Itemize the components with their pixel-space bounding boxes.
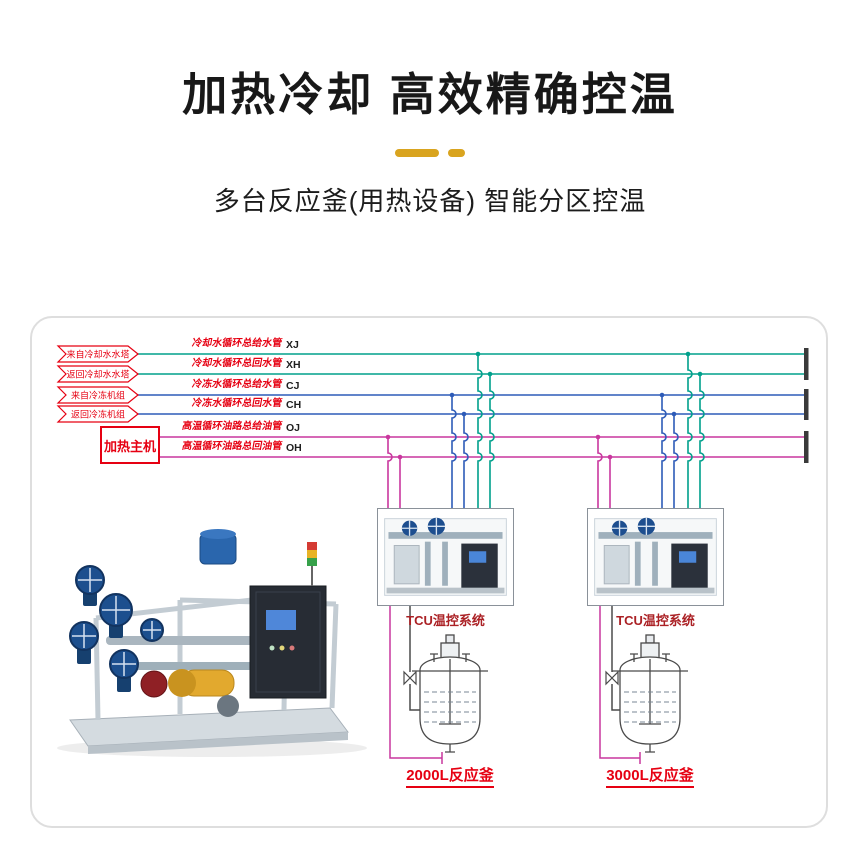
diagram-panel: 来自冷却水水塔 返回冷却水水塔 来自冷冻机组 返回冷冻机组 (30, 316, 828, 828)
divider-dash-short (448, 149, 465, 157)
pipe-label: 高温循环油路总给油管 (181, 421, 284, 432)
heater-unit-label: 加热主机 (103, 438, 156, 454)
pipe-code: CJ (286, 380, 300, 392)
pipe-code: OH (286, 442, 302, 454)
source-flag-label: 来自冷却水水塔 (66, 349, 129, 360)
divider-dash-long (395, 149, 439, 157)
reactor-label-text: 3000L反应釜 (606, 767, 694, 788)
page: 加热冷却 高效精确控温 多台反应釜(用热设备) 智能分区控温 (0, 58, 860, 828)
pipe-label: 冷却水循环总给水管 (191, 338, 284, 349)
tcu2-drop-lines (597, 354, 705, 508)
main-pipes (136, 353, 806, 458)
tcu-photo-illustration (384, 517, 507, 596)
pipe-label: 冷却水循环总回水管 (191, 358, 284, 369)
reactor-label-text: 2000L反应釜 (406, 767, 494, 788)
tee-junctions (385, 351, 703, 460)
reactor-label: 3000L反应釜 (585, 764, 715, 788)
tcu-unit-photo (587, 508, 724, 606)
pipe-label: 冷冻水循环总回水管 (191, 398, 284, 409)
source-flag-label: 来自冷冻机组 (71, 390, 125, 401)
reactor-feed-pipes (389, 606, 641, 764)
pipe-label: 冷冻水循环总给水管 (191, 379, 284, 390)
source-flag-label: 返回冷冻机组 (71, 409, 125, 420)
tcu-unit-label: TCU温控系统 (406, 613, 485, 628)
page-subtitle: 多台反应釜(用热设备) 智能分区控温 (213, 186, 647, 216)
heater-unit-box: 加热主机 (100, 426, 160, 464)
reactor-label: 2000L反应釜 (385, 764, 515, 788)
tcu-photo-illustration (594, 517, 717, 596)
title-divider (0, 149, 860, 157)
pipe-label: 高温循环油路总回油管 (181, 441, 284, 452)
pipe-code: CH (286, 399, 302, 411)
pipe-code: XH (286, 359, 301, 371)
tcu1-drop-lines (387, 354, 495, 508)
equipment-photo (57, 529, 367, 757)
source-flag-label: 返回冷却水水塔 (66, 369, 129, 380)
pipe-end-caps (804, 348, 809, 463)
tcu-unit-label: TCU温控系统 (616, 613, 695, 628)
reactor-drawing-2000l (412, 634, 488, 753)
source-flags: 来自冷却水水塔 返回冷却水水塔 来自冷冻机组 返回冷冻机组 (56, 345, 139, 423)
reactor-drawing-3000l (612, 634, 688, 753)
page-title: 加热冷却 高效精确控温 (182, 69, 678, 120)
piping-diagram: 来自冷却水水塔 返回冷却水水塔 来自冷冻机组 返回冷冻机组 (56, 345, 809, 764)
pipe-code: OJ (286, 422, 301, 434)
tcu-unit-photo (377, 508, 514, 606)
pipe-code: XJ (286, 339, 299, 351)
